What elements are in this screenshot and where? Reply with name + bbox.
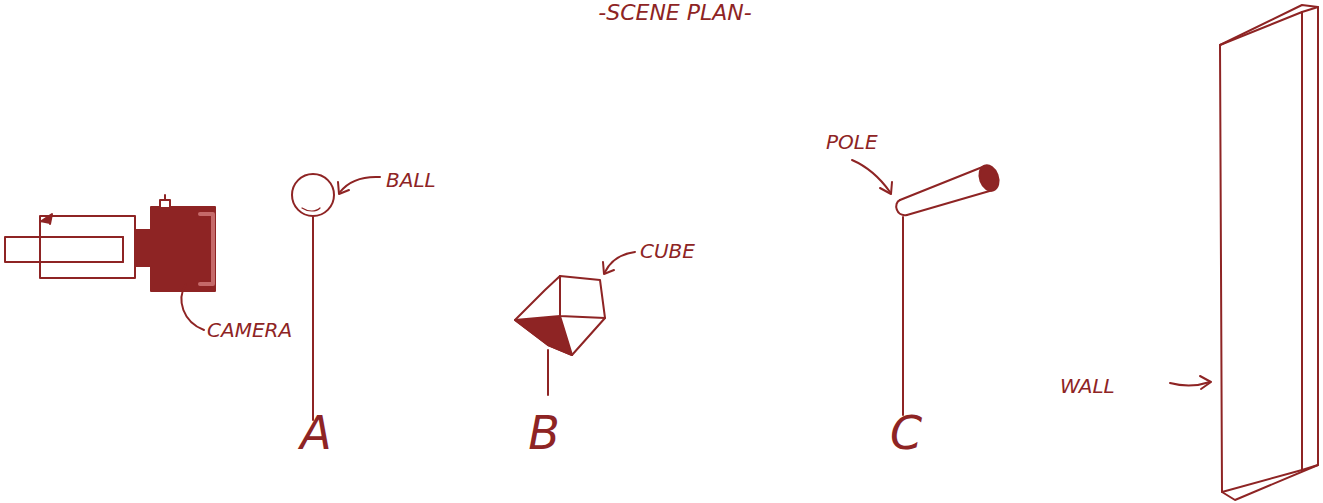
position-letter: A	[300, 410, 331, 456]
part-label: WALL	[1060, 376, 1115, 396]
part-label: POLE	[826, 132, 878, 152]
part-label: BALL	[386, 170, 436, 190]
scene-title: -SCENE PLAN-	[598, 2, 751, 24]
wall-drawing	[1170, 5, 1318, 500]
ball-drawing	[292, 174, 380, 420]
cube-drawing	[515, 252, 635, 395]
pole-drawing	[852, 160, 1002, 415]
position-letter: C	[890, 410, 922, 456]
part-label: CUBE	[640, 241, 695, 261]
part-label: CAMERA	[207, 320, 292, 340]
camera-drawing	[5, 195, 215, 330]
position-letter: B	[528, 410, 560, 456]
